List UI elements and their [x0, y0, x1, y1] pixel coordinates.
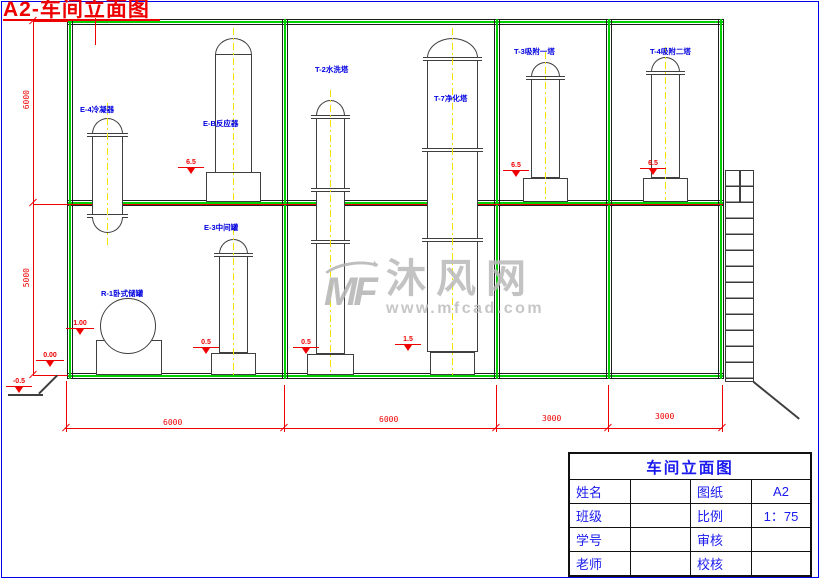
partition-wall-3 — [606, 19, 612, 379]
left-wall — [67, 19, 73, 379]
t7-centerline — [452, 28, 454, 375]
elevation-triangle-icon — [302, 348, 310, 354]
t4-elevation-marker: 6.5 — [640, 160, 666, 175]
e3-centerline — [233, 228, 235, 375]
t7-label: T-7净化塔 — [434, 94, 468, 103]
left-dim-ext-top — [33, 21, 68, 22]
t2-label: T-2水洗塔 — [315, 65, 349, 74]
t7-elevation-marker: 1.5 — [395, 336, 421, 351]
tb-label-studentid: 学号 — [570, 528, 631, 552]
tb-value-studentid — [631, 528, 691, 552]
watermark-site-name: 沐风网 — [386, 257, 536, 301]
eb-elevation-value: 6.5 — [178, 159, 204, 168]
tb-label-review: 审核 — [691, 528, 752, 552]
e3-elevation-marker: 0.5 — [193, 339, 219, 354]
dim-ext-line — [608, 385, 609, 432]
below-ground-elevation-value: -0.5 — [6, 378, 32, 387]
second-floor-line — [67, 200, 724, 206]
left-dimension-line — [33, 21, 34, 376]
ground-floor-line — [67, 373, 724, 379]
t2-elevation-marker: 0.5 — [293, 339, 319, 354]
bay2-dim-text: 6000 — [379, 415, 399, 424]
tb-value-check — [752, 552, 810, 575]
t7-elevation-value: 1.5 — [395, 336, 421, 345]
r1-elevation-marker: 1.00 — [66, 320, 94, 335]
tb-label-class: 班级 — [570, 504, 631, 528]
t4-elevation-value: 6.5 — [640, 160, 666, 169]
stair-ladder — [725, 170, 754, 382]
elevation-triangle-icon — [15, 387, 23, 393]
logo-star-icon: ✦ — [370, 259, 380, 271]
right-wall — [718, 19, 724, 379]
tb-value-teacher — [631, 552, 691, 575]
e4-label: E-4冷凝器 — [80, 105, 115, 114]
eb-label: E-B反应器 — [203, 119, 239, 128]
t3-elevation-value: 6.5 — [503, 162, 529, 171]
bay4-dim-text: 3000 — [655, 412, 675, 421]
t3-elevation-marker: 6.5 — [503, 162, 529, 177]
lower-ground-line — [8, 394, 43, 396]
t4-centerline — [665, 47, 667, 200]
title-block-title: 车间立面图 — [570, 454, 810, 480]
partition-wall-2 — [494, 19, 500, 379]
tb-label-name: 姓名 — [570, 480, 631, 504]
elevation-triangle-icon — [76, 329, 84, 335]
mfcad-logo-icon: ✦ MF — [318, 257, 388, 316]
tb-value-class — [631, 504, 691, 528]
bottom-dimension-line — [65, 428, 723, 429]
eb-elevation-marker: 6.5 — [178, 159, 204, 174]
title-leader-line — [95, 18, 96, 45]
watermark-site-url: www.mfcad.com — [386, 300, 545, 317]
stair-top-divider — [739, 170, 741, 203]
drawing-title: A2-车间立面图 — [3, 0, 160, 21]
t4-label: T-4吸附二塔 — [650, 47, 691, 56]
tb-value-scale: 1：75 — [752, 504, 810, 528]
floor-level-red-line — [33, 204, 723, 205]
tb-label-teacher: 老师 — [570, 552, 631, 575]
logo-mf-text: MF — [324, 270, 378, 314]
tb-value-review — [752, 528, 810, 552]
t2-centerline — [330, 90, 332, 375]
e4-centerline — [107, 103, 109, 245]
r1-elevation-value: 1.00 — [66, 320, 94, 329]
t3-label: T-3吸附一塔 — [514, 47, 555, 56]
elevation-triangle-icon — [512, 171, 520, 177]
elevation-triangle-icon — [649, 169, 657, 175]
title-block: 车间立面图 姓名 图纸 A2 班级 比例 1：75 学号 审核 老师 校核 — [568, 452, 812, 577]
r1-tank-shell — [100, 298, 156, 354]
partition-wall-1 — [282, 19, 288, 379]
tb-label-sheet: 图纸 — [691, 480, 752, 504]
tb-value-sheet: A2 — [752, 480, 810, 504]
left-dim-ext-bottom — [33, 375, 68, 376]
e3-elevation-value: 0.5 — [193, 339, 219, 348]
ground-elevation-value: 0.00 — [36, 352, 64, 361]
dim-ext-line — [284, 385, 285, 432]
elevation-triangle-icon — [202, 348, 210, 354]
eb-centerline — [233, 28, 235, 200]
roof-line — [67, 19, 724, 25]
t3-centerline — [545, 52, 547, 200]
e3-label: E-3中间罐 — [204, 223, 239, 232]
elevation-triangle-icon — [404, 345, 412, 351]
watermark: ✦ MF 沐风网 www.mfcad.com — [318, 257, 545, 318]
dim-ext-line — [496, 385, 497, 432]
bay1-dim-text: 6000 — [163, 418, 183, 427]
r1-label: R-1卧式储罐 — [101, 289, 144, 298]
tb-label-check: 校核 — [691, 552, 752, 575]
elevation-triangle-icon — [46, 361, 54, 367]
t2-elevation-value: 0.5 — [293, 339, 319, 348]
bay3-dim-text: 3000 — [542, 414, 562, 423]
tb-label-scale: 比例 — [691, 504, 752, 528]
dim-ext-line — [722, 385, 723, 432]
tb-value-name — [631, 480, 691, 504]
left-dim-lower-text: 5000 — [22, 268, 31, 288]
left-dim-upper-text: 6000 — [22, 90, 31, 110]
below-ground-elevation-marker: -0.5 — [6, 378, 32, 393]
ground-elevation-marker: 0.00 — [36, 352, 64, 367]
elevation-triangle-icon — [187, 168, 195, 174]
r1-saddle — [96, 340, 162, 375]
dim-ext-line — [66, 381, 67, 432]
